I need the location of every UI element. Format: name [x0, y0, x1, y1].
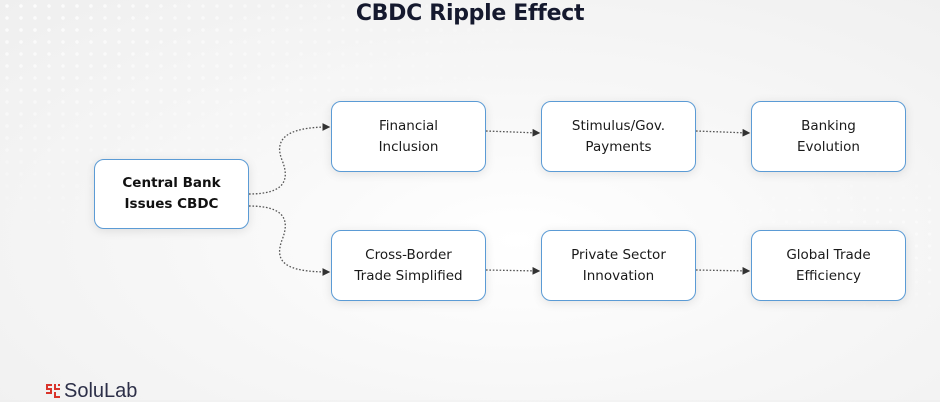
node-label: Financial Inclusion — [378, 117, 439, 155]
node-global-trade-efficiency: Global Trade Efficiency — [751, 230, 906, 301]
node-label: Banking Evolution — [797, 117, 860, 155]
node-central-bank-issues-cbdc: Central Bank Issues CBDC — [94, 159, 249, 229]
logo-text: SoluLab — [64, 380, 138, 402]
edge-crossborder-to-private — [485, 266, 541, 275]
edge-root-to-financial-inclusion — [248, 123, 331, 195]
solulab-logo-icon — [46, 384, 60, 398]
edge-stimulus-to-banking — [695, 128, 751, 137]
node-label: Stimulus/Gov. Payments — [571, 117, 666, 155]
edge-private-to-global — [695, 266, 751, 275]
node-label: Cross-Border Trade Simplified — [354, 246, 463, 284]
node-cross-border-trade-simplified: Cross-Border Trade Simplified — [331, 230, 486, 301]
node-financial-inclusion: Financial Inclusion — [331, 101, 486, 172]
node-label: Global Trade Efficiency — [786, 246, 871, 284]
edge-financial-to-stimulus — [485, 128, 541, 137]
node-stimulus-gov-payments: Stimulus/Gov. Payments — [541, 101, 696, 172]
node-banking-evolution: Banking Evolution — [751, 101, 906, 172]
node-label: Central Bank Issues CBDC — [122, 175, 221, 212]
node-label: Private Sector Innovation — [571, 246, 666, 284]
edge-root-to-cross-border — [248, 205, 331, 276]
solulab-logo: SoluLab — [46, 380, 137, 402]
node-private-sector-innovation: Private Sector Innovation — [541, 230, 696, 301]
diagram-title: CBDC Ripple Effect — [355, 1, 585, 26]
